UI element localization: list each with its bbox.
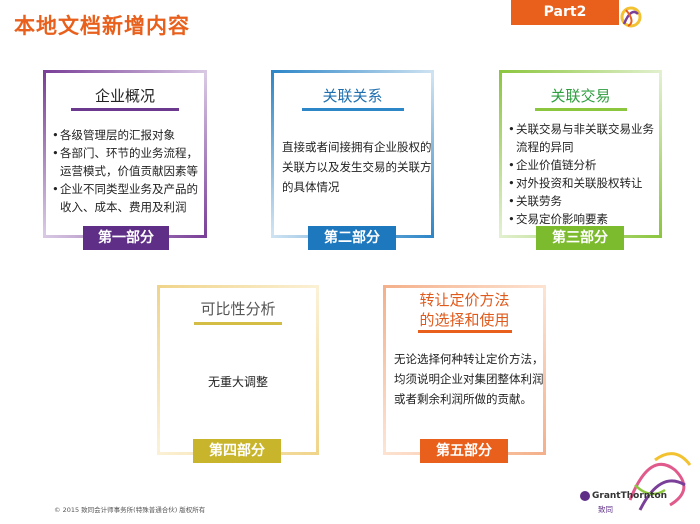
heading-underline (71, 108, 179, 111)
brand-decoration-icon (628, 452, 692, 511)
card-heading: 可比性分析 (200, 300, 276, 318)
list-item: 对外投资和关联股权转让 (508, 174, 660, 192)
list-item: 交易定价影响要素 (508, 210, 660, 228)
brand-swirl-icon (620, 6, 642, 28)
list-item: 企业价值链分析 (508, 156, 660, 174)
part-tab: Part2 (511, 0, 619, 25)
list-item: 关联劳务 (508, 192, 660, 210)
card-heading: 关联交易 (550, 87, 611, 105)
page-title: 本地文档新增内容 (14, 14, 190, 38)
card-transfer-pricing-method: 转让定价方法 的选择和使用 无论选择何种转让定价方法，均须说明企业对集团整体利润… (383, 285, 546, 463)
part-badge: 第一部分 (83, 226, 169, 250)
brand-cn-name: 致同 (598, 505, 613, 514)
card-company-overview: 企业概况 各级管理层的汇报对象 各部门、环节的业务流程，运营模式，价值贡献因素等… (43, 70, 207, 250)
card-comparability-analysis: 可比性分析 无重大调整 第四部分 (157, 285, 319, 463)
part-badge: 第二部分 (308, 226, 396, 250)
card-body: 无重大调整 (207, 375, 268, 389)
list-item: 企业不同类型业务及产品的收入、成本、费用及利润 (52, 180, 202, 216)
brand-name: GrantThornton (592, 491, 668, 501)
list-item: 各级管理层的汇报对象 (52, 126, 202, 144)
list-item: 关联交易与非关联交易业务流程的异同 (508, 120, 660, 156)
heading-underline (301, 108, 404, 111)
card-heading-line: 的选择和使用 (419, 311, 510, 329)
card-body: 无论选择何种转让定价方法，均须说明企业对集团整体利润或者剩余利润所做的贡献。 (394, 352, 544, 406)
card-heading: 转让定价方法 的选择和使用 (386, 290, 543, 330)
heading-underline (194, 322, 282, 325)
card-body: 直接或者间接拥有企业股权的关联方以及发生交易的关联方的具体情况 (282, 140, 432, 194)
heading-underline (534, 108, 627, 111)
copyright-footer: © 2015 致同会计师事务所(特殊普通合伙) 版权所有 (54, 506, 206, 514)
part-badge: 第三部分 (536, 226, 624, 250)
card-related-transactions: 关联交易 关联交易与非关联交易业务流程的异同 企业价值链分析 对外投资和关联股权… (499, 70, 662, 250)
card-body: 各级管理层的汇报对象 各部门、环节的业务流程，运营模式，价值贡献因素等 企业不同… (52, 126, 202, 216)
list-item: 各部门、环节的业务流程，运营模式，价值贡献因素等 (52, 144, 202, 180)
grant-thornton-logo-icon (580, 491, 590, 501)
card-heading: 关联关系 (322, 87, 383, 105)
card-heading: 企业概况 (94, 87, 155, 105)
part-badge: 第四部分 (193, 439, 281, 463)
card-heading-line: 转让定价方法 (419, 291, 510, 309)
card-related-relations: 关联关系 直接或者间接拥有企业股权的关联方以及发生交易的关联方的具体情况 第二部… (271, 70, 434, 250)
card-body: 关联交易与非关联交易业务流程的异同 企业价值链分析 对外投资和关联股权转让 关联… (508, 120, 660, 228)
heading-underline (417, 330, 512, 333)
part-badge: 第五部分 (420, 439, 508, 463)
